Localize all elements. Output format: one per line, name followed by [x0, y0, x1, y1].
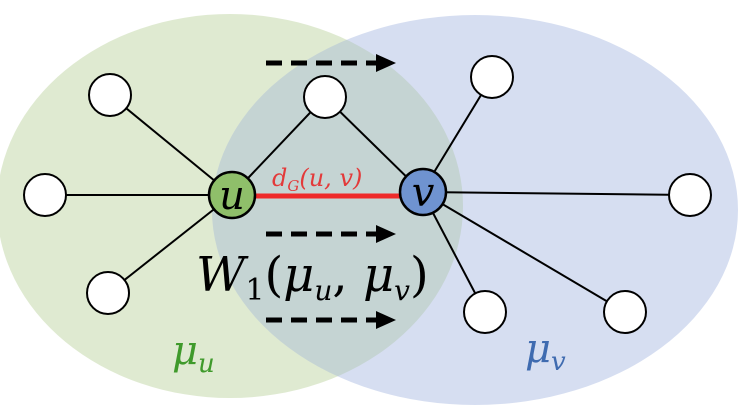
node-u-label: u: [219, 173, 245, 219]
node-top: [303, 75, 347, 119]
node-v: [398, 167, 448, 217]
node-v-label: v: [412, 170, 435, 216]
arrow-bottom: [266, 311, 396, 329]
node-left: [23, 173, 67, 217]
edge-distance-label: dG(u, v): [272, 164, 362, 195]
node-v-top: [470, 55, 514, 99]
edge-v-bottomright: [421, 191, 626, 313]
edge-u-bottomleft: [107, 194, 233, 294]
node-u: [207, 170, 257, 220]
node-right: [668, 173, 712, 217]
measure-v-label: μv: [525, 326, 566, 377]
edge-v-right: [421, 191, 691, 196]
measure-u-label: μu: [172, 328, 215, 379]
wasserstein-distance-label: W1(μu, μv): [196, 247, 429, 308]
arrow-middle: [266, 225, 396, 243]
node-bottomleft: [86, 271, 130, 315]
node-v-bottom: [463, 290, 507, 334]
node-topleft: [88, 73, 132, 117]
measure-overlap-region: [212, 15, 463, 398]
edge-distance-subscript: G: [287, 177, 299, 195]
arrow-top: [266, 54, 396, 72]
edge-distance-args: (u, v): [299, 164, 362, 192]
node-v-bottomright: [603, 290, 647, 334]
edge-u-topleft: [109, 94, 233, 196]
peripheral-nodes: [23, 55, 712, 334]
